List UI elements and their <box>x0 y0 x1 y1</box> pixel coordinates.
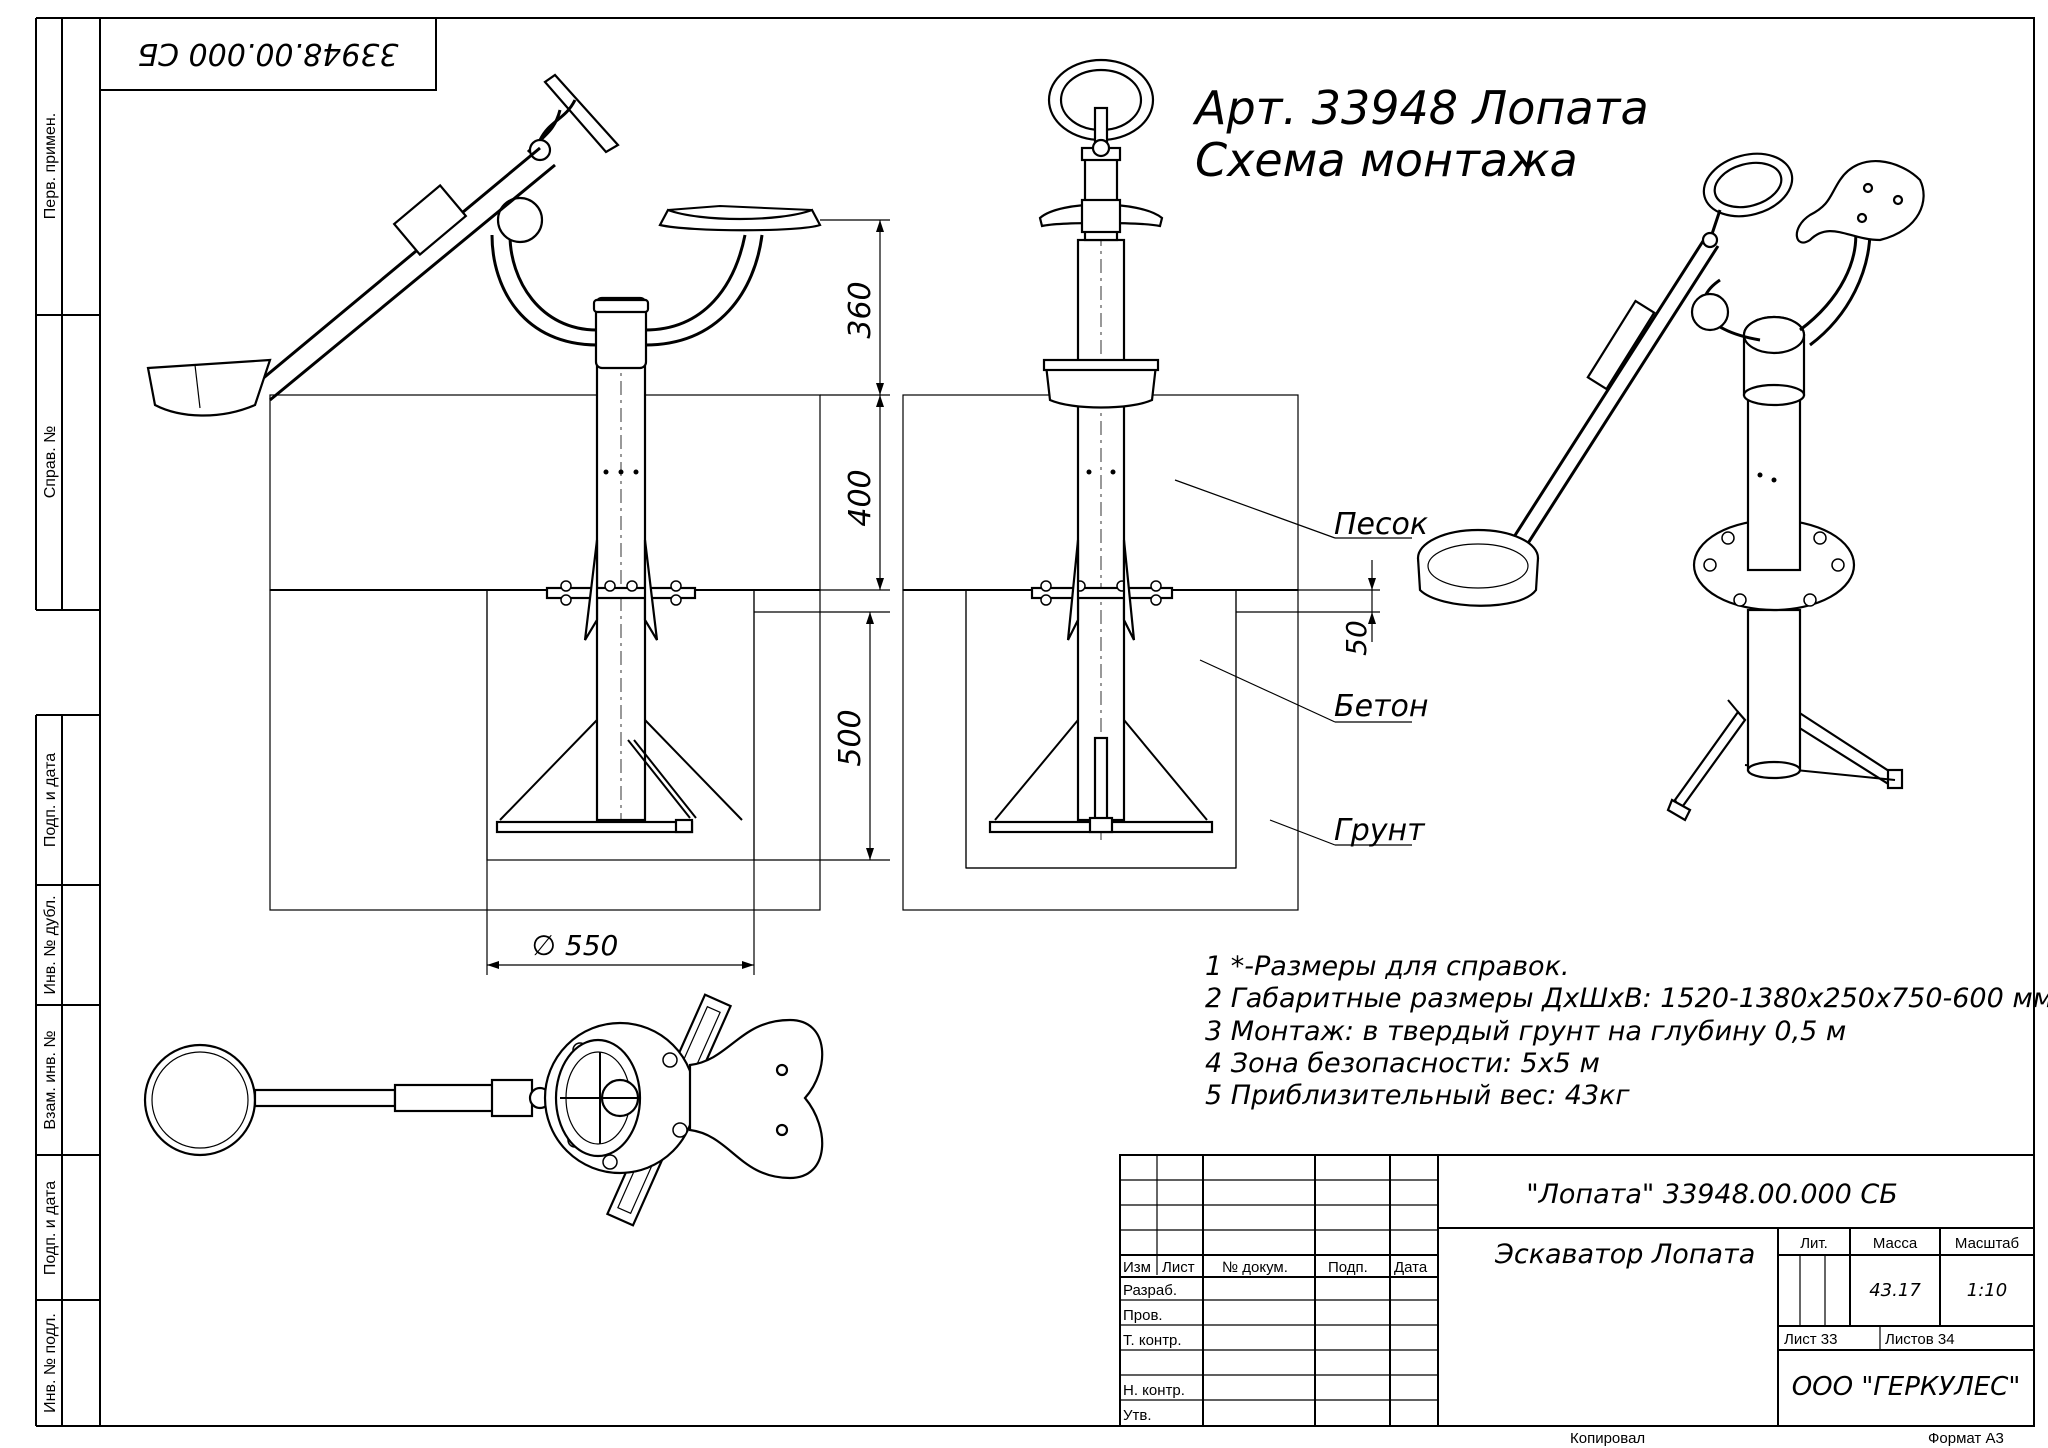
tb-row-prov: Пров. <box>1123 1307 1163 1324</box>
tb-row-tkontr: Т. контр. <box>1123 1332 1182 1349</box>
dim-360: 360 <box>843 281 878 338</box>
post-iso <box>1746 378 1802 572</box>
tb-masshtab: Масштаб <box>1955 1235 2019 1252</box>
tb-scale-value: 1:10 <box>1967 1280 2007 1301</box>
tb-col-doc: № докум. <box>1222 1259 1288 1276</box>
note-1: 1 *-Размеры для справок. <box>1205 951 1569 982</box>
front-view <box>146 73 822 911</box>
dimension-lines-front: 360 400 500 ∅ 550 <box>486 219 890 975</box>
notes: 1 *-Размеры для справок. 2 Габаритные ра… <box>1205 951 2048 1111</box>
steering-wheel-front <box>543 73 620 154</box>
cup-side <box>1044 363 1158 409</box>
dim-400: 400 <box>843 469 878 526</box>
tb-col-podp: Подп. <box>1328 1259 1368 1276</box>
note-5: 5 Приблизительный вес: 43кг <box>1205 1080 1630 1111</box>
tb-designation: "Лопата" 33948.00.000 СБ <box>1526 1179 1898 1210</box>
tb-col-data: Дата <box>1394 1259 1428 1276</box>
dimension-50: 50 <box>1236 560 1380 656</box>
stamp-sprav-no: Справ. № <box>42 426 59 499</box>
note-2: 2 Габаритные размеры ДxШxВ: 1520-1380x25… <box>1205 983 2048 1014</box>
stamp-perv-primen: Перв. примен. <box>42 113 59 219</box>
tb-company: ООО "ГЕРКУЛЕС" <box>1792 1372 2021 1402</box>
note-4: 4 Зона безопасности: 5x5 м <box>1205 1048 1600 1079</box>
bucket-top <box>143 1043 257 1157</box>
sand-layer-left <box>269 394 821 591</box>
footer-format: Формат А3 <box>1928 1430 2004 1447</box>
pivot-ball-front <box>496 196 544 244</box>
tb-row-nkontr: Н. контр. <box>1123 1382 1185 1399</box>
title-block: "Лопата" 33948.00.000 СБ Эскаватор Лопат… <box>1119 1154 2035 1427</box>
tb-product-name: Эскаватор Лопата <box>1494 1239 1755 1270</box>
stamp-inv-dubl: Инв. № дубл. <box>42 895 59 994</box>
handle-top <box>393 1083 497 1113</box>
bucket-front <box>146 358 272 417</box>
stamp-podp-data-2: Подп. и дата <box>42 1181 59 1275</box>
seat-front <box>658 208 822 232</box>
isometric-view <box>1416 152 1925 822</box>
dim-diameter-550: ∅ 550 <box>532 929 619 962</box>
side-stamp: Перв. примен. Справ. № Подп. и дата Инв.… <box>35 17 100 1427</box>
tb-col-list: Лист <box>1162 1259 1195 1276</box>
tb-col-izm: Изм <box>1123 1259 1151 1276</box>
top-view <box>143 993 824 1227</box>
base-frame-front <box>495 820 694 834</box>
seat-top <box>688 1018 824 1180</box>
drawing-title-line1: Арт. 33948 Лопата <box>1192 81 1649 135</box>
flange-side <box>1030 586 1174 600</box>
layer-leaders: Песок Бетон Грунт <box>1174 479 1428 848</box>
tb-sheets: Листов 34 <box>1885 1331 1955 1348</box>
sheet-frame <box>99 17 2035 1427</box>
tb-row-razrab: Разраб. <box>1123 1282 1177 1299</box>
drawing-title-line2: Схема монтажа <box>1195 133 1578 187</box>
tb-sheet: Лист 33 <box>1784 1331 1837 1348</box>
label-concrete: Бетон <box>1334 689 1428 724</box>
dim-50: 50 <box>1340 620 1373 656</box>
label-sand: Песок <box>1334 507 1428 542</box>
seat-iso <box>1795 159 1925 244</box>
stamp-podp-data-1: Подп. и дата <box>42 753 59 847</box>
tb-massa: Масса <box>1873 1235 1918 1252</box>
dim-500: 500 <box>833 709 868 766</box>
footer-copied: Копировал <box>1570 1430 1645 1447</box>
tb-row-utv: Утв. <box>1123 1407 1152 1424</box>
flange-front <box>545 586 697 600</box>
stamp-inv-podl: Инв. № подл. <box>42 1313 59 1413</box>
tb-lit: Лит. <box>1800 1235 1828 1252</box>
mirrored-drawing-code: 33948.00.000 СБ <box>137 36 398 71</box>
label-soil: Грунт <box>1334 813 1426 848</box>
mirrored-code-box <box>99 17 437 91</box>
stamp-vzam-inv: Взам. инв. № <box>42 1030 59 1129</box>
note-3: 3 Монтаж: в твердый грунт на глубину 0,5… <box>1205 1016 1846 1047</box>
tb-mass-value: 43.17 <box>1869 1280 1921 1301</box>
side-view <box>902 58 1299 911</box>
